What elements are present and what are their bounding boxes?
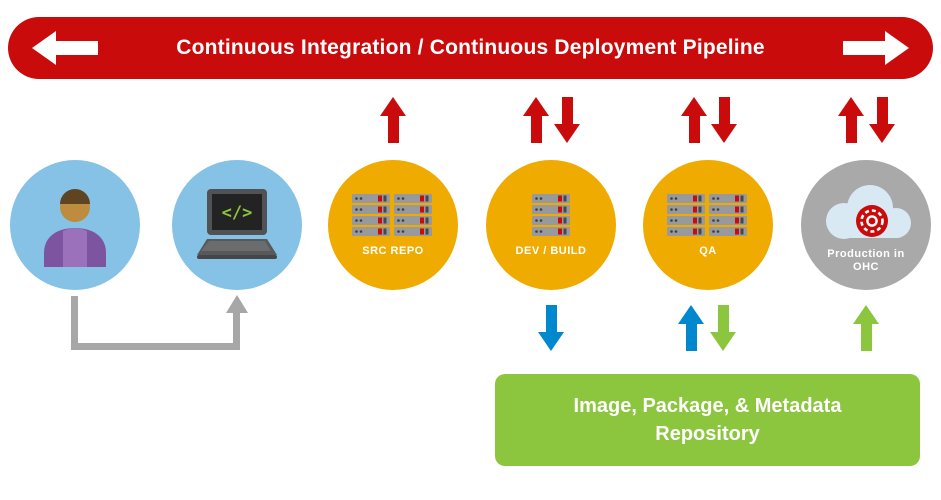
right-arrow-icon <box>843 31 909 65</box>
person-icon <box>44 189 106 267</box>
node-label-production: Production in OHC <box>827 247 905 274</box>
connector-arrowhead-up <box>226 295 248 313</box>
node-workstation: </> <box>172 160 302 290</box>
node-label-dev-build: DEV / BUILD <box>515 244 587 257</box>
pipeline-title: Continuous Integration / Continuous Depl… <box>176 36 765 59</box>
cloud-openshift-icon <box>814 179 918 252</box>
server-stack-icon <box>532 193 570 236</box>
node-label-src-repo: SRC REPO <box>362 244 424 257</box>
connector-developer-segment <box>71 296 78 350</box>
arrow-repository-to-production <box>853 305 879 351</box>
left-arrow-icon <box>32 31 98 65</box>
server-stack-icon <box>352 193 432 236</box>
arrow-qa-up <box>681 97 707 143</box>
arrow-src-repo-up <box>380 97 406 143</box>
server-stack-icon <box>667 193 747 236</box>
arrow-repository-to-qa <box>678 305 704 351</box>
repository-label-line2: Repository <box>655 423 760 445</box>
node-production: Production in OHC <box>801 160 931 290</box>
arrow-dev-build-down <box>554 97 580 143</box>
repository-box: Image, Package, & Metadata Repository <box>495 374 920 466</box>
arrow-production-down <box>869 97 895 143</box>
pipeline-banner: Continuous Integration / Continuous Depl… <box>8 17 933 79</box>
arrow-production-up <box>838 97 864 143</box>
arrow-qa-down <box>711 97 737 143</box>
connector-horizontal-segment <box>71 343 240 350</box>
node-label-qa: QA <box>699 244 717 257</box>
node-src-repo: SRC REPO <box>328 160 458 290</box>
node-qa: QA <box>643 160 773 290</box>
connector-workstation-segment <box>233 312 240 350</box>
laptop-screen-text: </> <box>222 203 253 223</box>
repository-label-line1: Image, Package, & Metadata <box>573 395 842 417</box>
arrow-qa-to-repository <box>710 305 736 351</box>
node-dev-build: DEV / BUILD <box>486 160 616 290</box>
laptop-icon: </> <box>197 189 277 259</box>
arrow-dev-build-to-repository <box>538 305 564 351</box>
arrow-dev-build-up <box>523 97 549 143</box>
node-developer <box>10 160 140 290</box>
